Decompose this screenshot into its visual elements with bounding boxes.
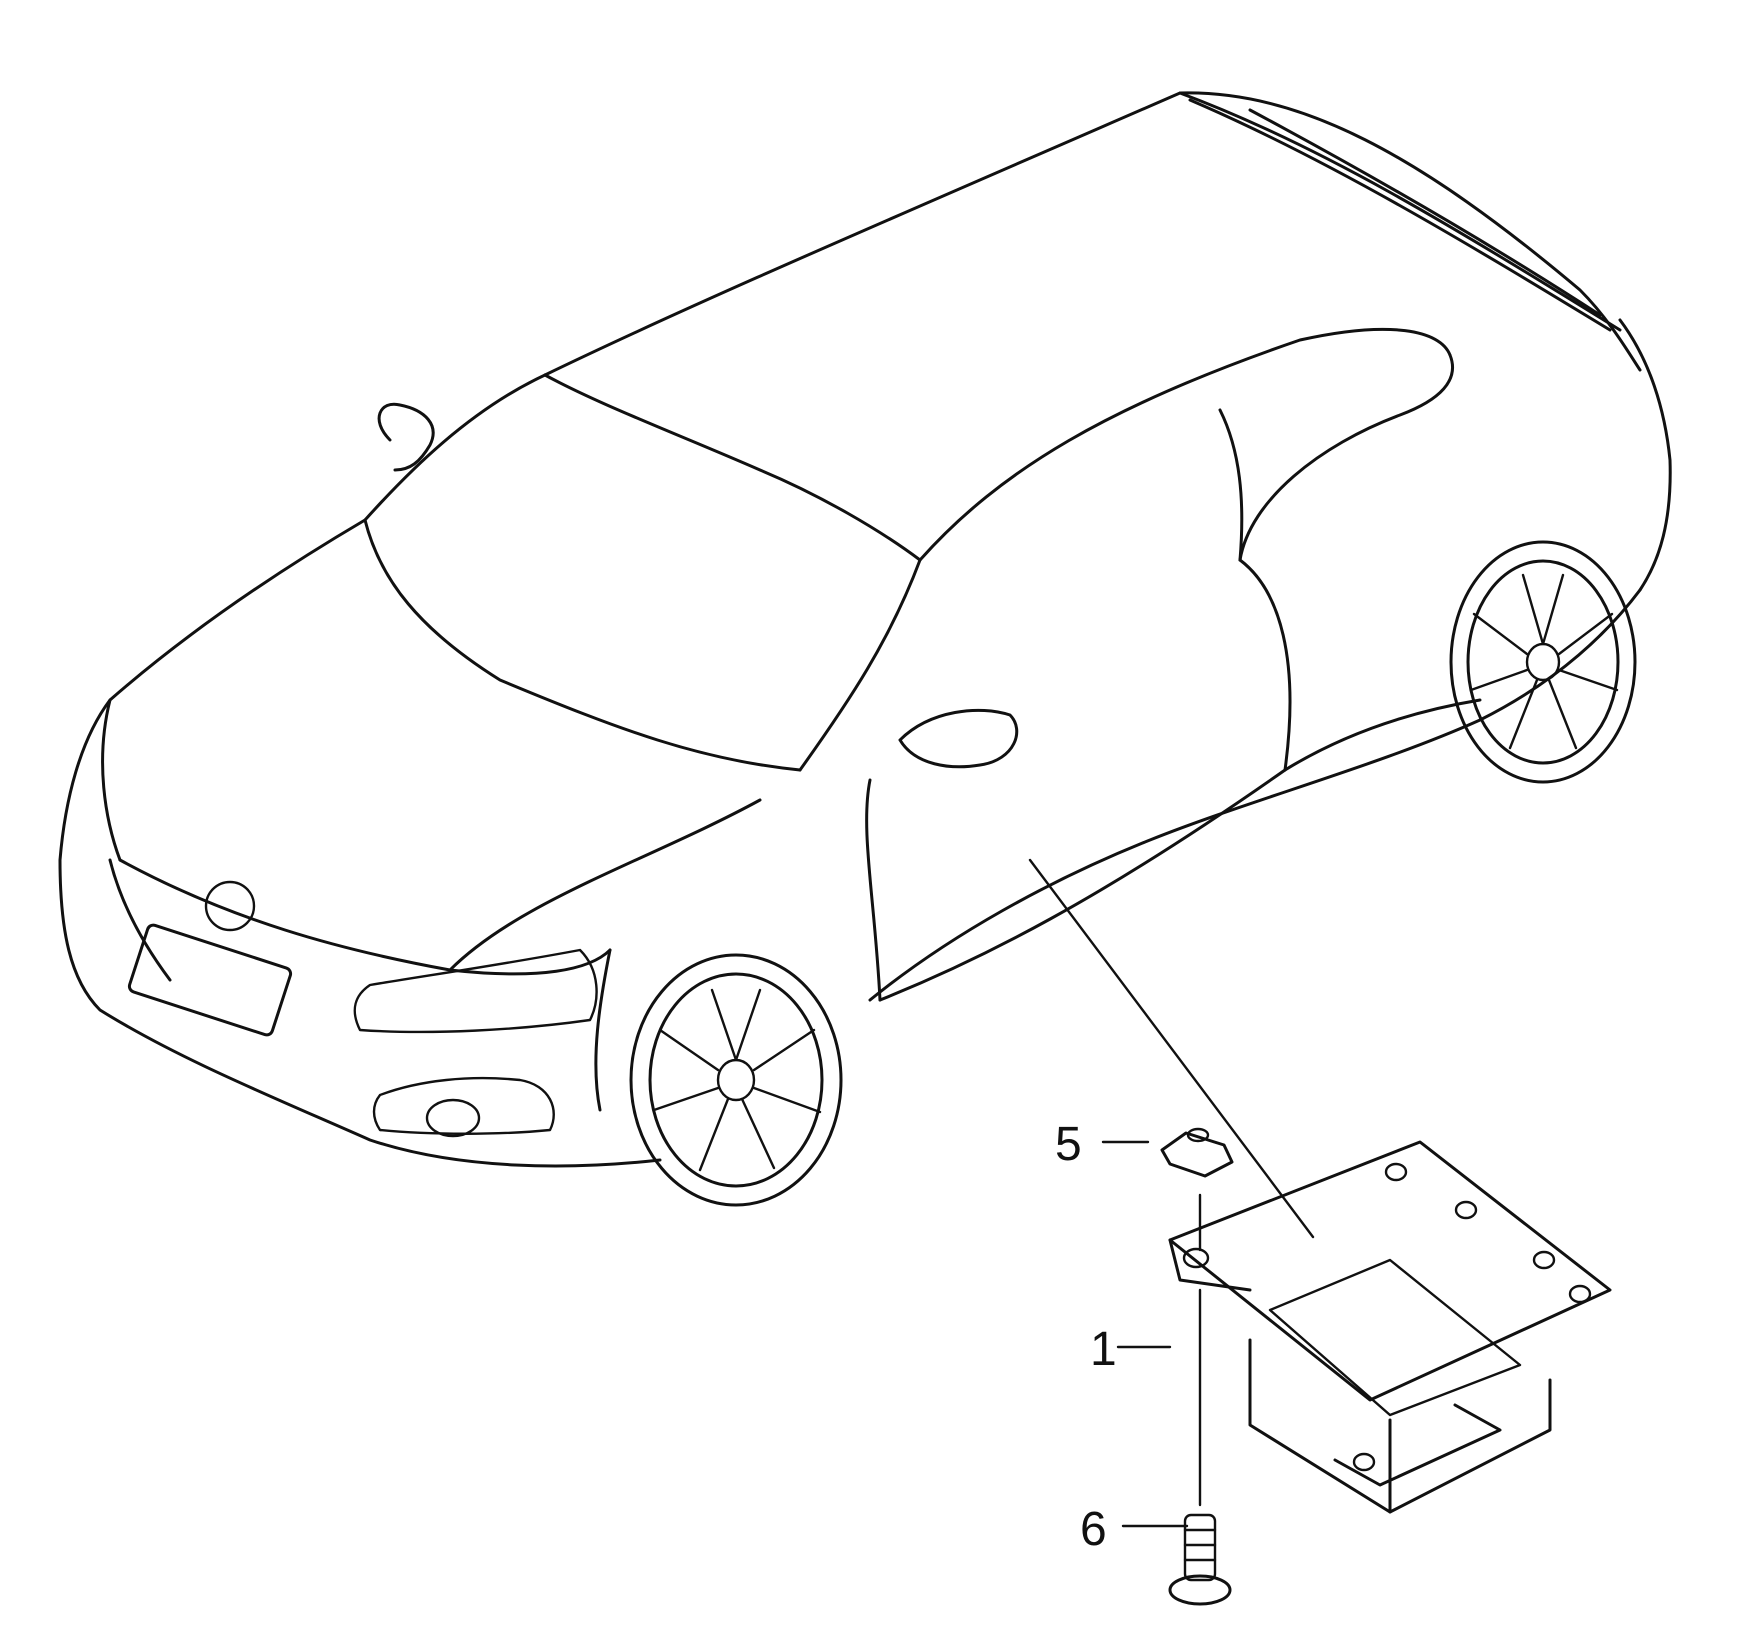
callout-6: 6 bbox=[1080, 1503, 1107, 1556]
callout-1: 1 bbox=[1090, 1323, 1117, 1376]
clip-nut-part-5 bbox=[1160, 1127, 1234, 1252]
front-wheel bbox=[629, 953, 843, 1207]
callout-5: 5 bbox=[1055, 1118, 1082, 1171]
leader-line-car bbox=[1028, 858, 1315, 1239]
front-grille bbox=[127, 880, 598, 1138]
screw-part-6 bbox=[1168, 1288, 1232, 1606]
car-outline bbox=[58, 91, 1672, 1168]
rear-wheel bbox=[1449, 540, 1637, 784]
control-unit-assembly bbox=[1168, 1140, 1612, 1514]
